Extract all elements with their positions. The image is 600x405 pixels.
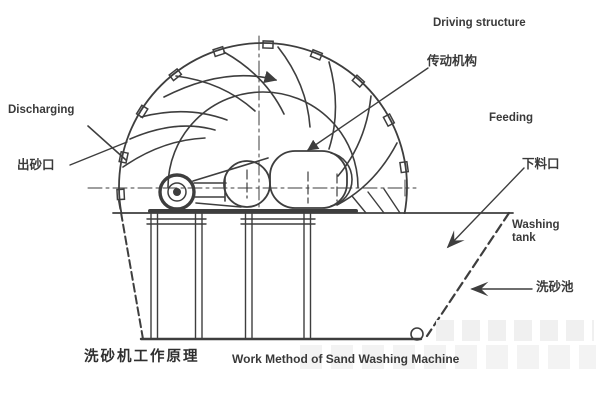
wheel-blades [87, 46, 398, 206]
hatch-marks [351, 188, 401, 214]
caption-title-zh: 洗砂机工作原理 [84, 349, 200, 365]
label-discharging: Discharging [8, 104, 75, 116]
label-driving-structure: Driving structure [433, 17, 526, 29]
watermark-artifact [300, 345, 596, 369]
wheel-buckets [116, 40, 410, 201]
rotation-arrow [163, 70, 278, 98]
leader-sand-outlet [69, 141, 128, 166]
drive-assembly [148, 150, 358, 213]
washing-tank [112, 200, 514, 341]
support-leg-left [146, 213, 207, 340]
drive-belt [192, 157, 269, 182]
leader-feed-port [446, 167, 525, 249]
tank-right-wall [425, 211, 511, 338]
label-sand-outlet-zh: 出砂口 [17, 158, 55, 172]
label-feeding: Feeding [489, 112, 534, 124]
tank-drain-hook [410, 327, 424, 341]
drive-pulley-large [223, 160, 271, 208]
label-driving-structure-zh: 传动机构 [427, 54, 478, 68]
label-washing-tank: Washing tank [512, 219, 560, 245]
support-leg-right [240, 213, 316, 340]
motor-end-cap [330, 152, 353, 207]
tank-left-wall [118, 200, 144, 340]
wheel-inner-ring [167, 91, 359, 188]
label-feed-port-zh: 下料口 [522, 157, 560, 171]
watermark-artifact [436, 320, 594, 341]
leader-driving-mechanism [307, 67, 429, 151]
label-washing-tank-zh: 洗砂池 [536, 280, 574, 294]
caption-title-en: Work Method of Sand Washing Machine [232, 352, 460, 366]
